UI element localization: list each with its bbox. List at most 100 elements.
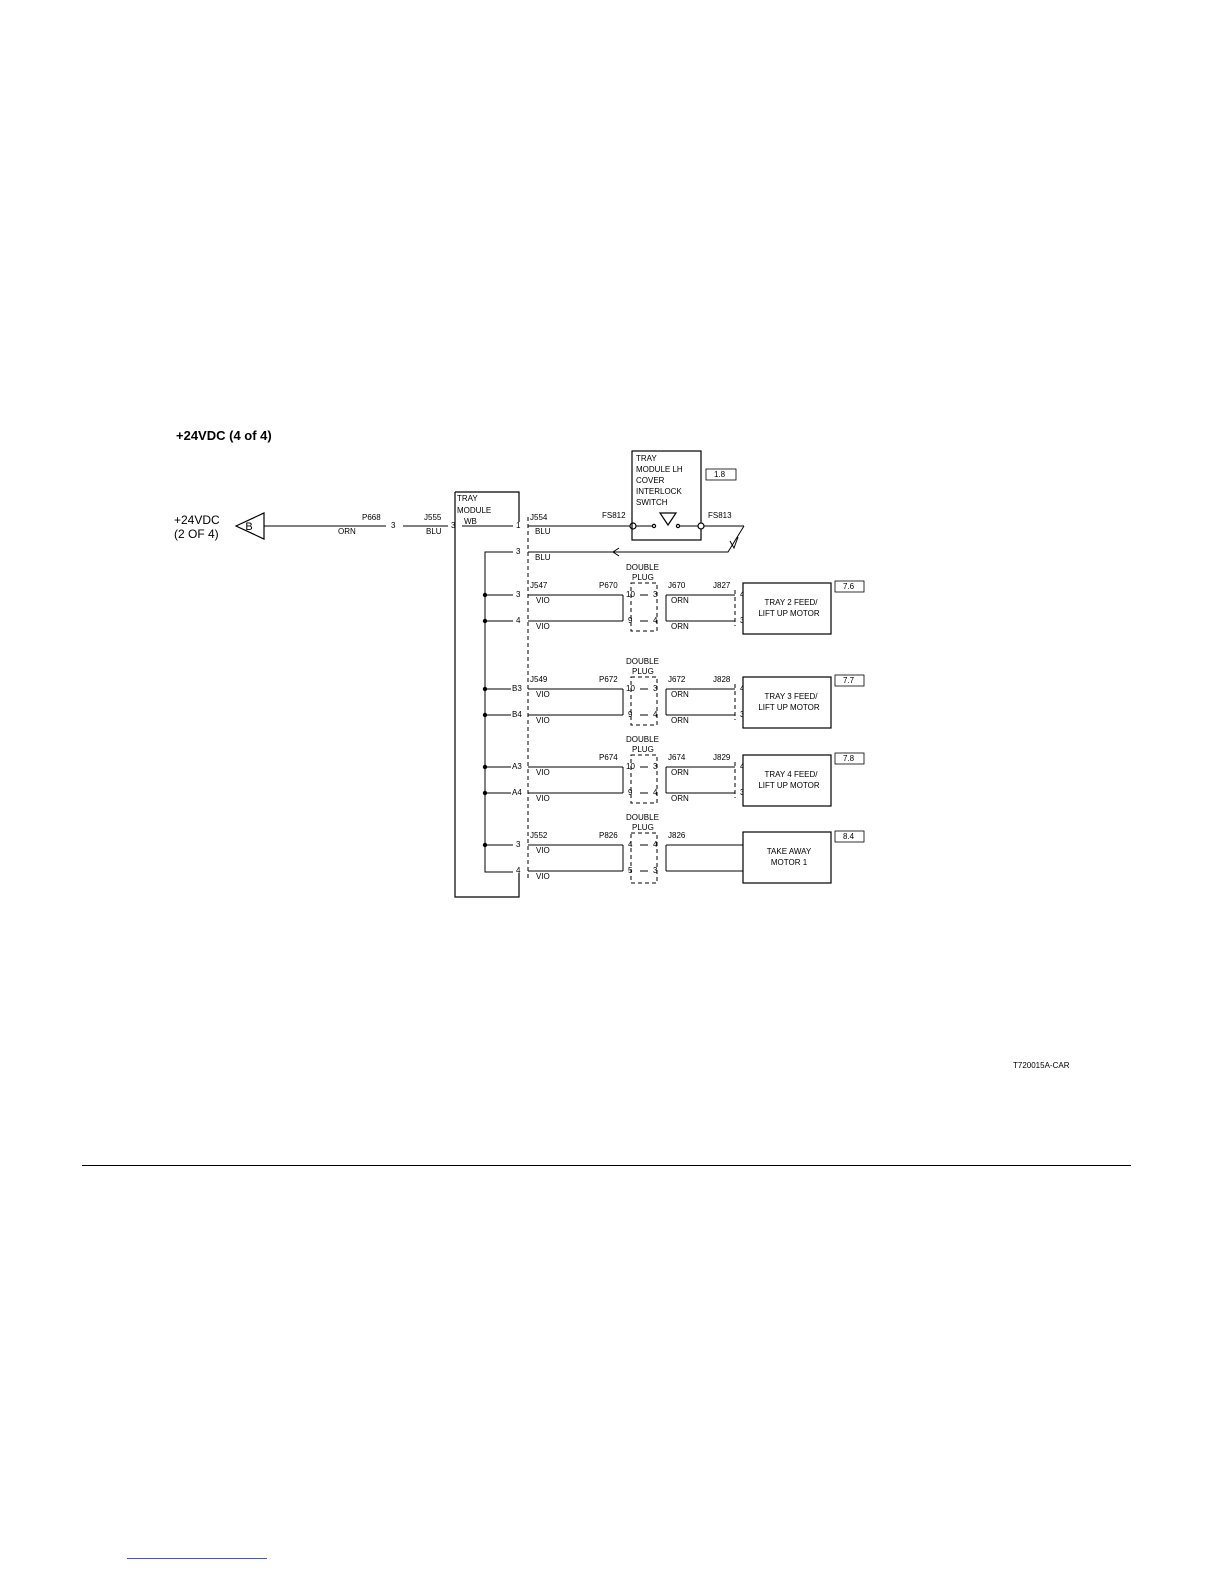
dp-right-b: 3: [653, 866, 658, 875]
circuit-wire-color-a: VIO: [536, 768, 550, 777]
circuit-wire-color-b: VIO: [536, 872, 550, 881]
motor-circuit: A3 A4 VIO VIO P674 DOUBLE PLUG 10 9 3 4 …: [482, 735, 865, 807]
dp-left-a: 10: [626, 590, 635, 599]
source-label: +24VDC (2 OF 4): [174, 513, 220, 541]
motor-box: [742, 676, 832, 729]
dp-left-b: 9: [628, 616, 633, 625]
dp-right-a: 3: [653, 684, 658, 693]
circuit-jack-right: J674: [668, 753, 686, 762]
double-plug-label-1: DOUBLE: [626, 563, 659, 572]
double-plug-label-1: DOUBLE: [626, 813, 659, 822]
footer-link-underline[interactable]: [127, 1558, 267, 1559]
source-pin: 3: [391, 521, 396, 530]
motor-jack: J827: [713, 581, 731, 590]
dp-right-a: 3: [653, 590, 658, 599]
circuit-wire-color-b: VIO: [536, 622, 550, 631]
circuit-wire-right-color-b: ORN: [671, 622, 689, 631]
wb-bus: [484, 551, 513, 873]
interlock-label-3: COVER: [636, 476, 665, 485]
double-plug-box: [630, 832, 658, 884]
circuit-plug: P670: [599, 581, 618, 590]
dp-left-a: 10: [626, 684, 635, 693]
motor-ref-box: [834, 752, 865, 765]
double-plug-label-2: PLUG: [632, 745, 654, 754]
motor-ref-box: [834, 830, 865, 843]
circuit-wire-color-a: VIO: [536, 596, 550, 605]
circuit-pin-b: 4: [516, 866, 521, 875]
return-arrow-icon: [612, 547, 620, 557]
circuit-jack-right: J826: [668, 831, 686, 840]
circuit-jack: J552: [530, 831, 548, 840]
circuit-pin-b: A4: [512, 788, 522, 797]
motor-ref: 7.8: [843, 754, 855, 763]
motor-box: [742, 831, 832, 884]
switch-actuator-icon: [658, 512, 678, 527]
circuit-jack-right: J670: [668, 581, 686, 590]
source-label-line2: (2 OF 4): [174, 527, 219, 541]
motor-label-1: TRAY 2 FEED/: [764, 598, 818, 607]
double-plug-label-2: PLUG: [632, 573, 654, 582]
interlock-fs-out: FS813: [708, 511, 732, 520]
interlock-jack: J554: [530, 513, 548, 522]
source-wire-color: ORN: [338, 527, 356, 536]
source-flag-letter: B: [245, 521, 252, 533]
diagram-title: +24VDC (4 of 4): [176, 428, 272, 443]
motor-label-1: TRAY 4 FEED/: [764, 770, 818, 779]
circuit-pin-a: B3: [512, 684, 522, 693]
interlock-terminal-out: [697, 522, 705, 530]
circuit-wire-color-a: VIO: [536, 690, 550, 699]
dp-left-b: 5: [628, 866, 633, 875]
circuit-pin-b: 4: [516, 616, 521, 625]
circuit-wire-right-color-a: ORN: [671, 768, 689, 777]
dp-left-b: 9: [628, 788, 633, 797]
wb-wire-color: BLU: [426, 527, 442, 536]
circuit-wire-right-color-b: ORN: [671, 716, 689, 725]
interlock-label-1: TRAY: [636, 454, 657, 463]
motor-ref-box: [834, 674, 865, 687]
dp-right-b: 4: [653, 788, 658, 797]
motor-circuit: J552 3 4 VIO VIO P826 DOUBLE PLUG 4 5 4 …: [482, 813, 865, 884]
switch-contact-in: [651, 523, 657, 529]
circuit-jack-right: J672: [668, 675, 686, 684]
double-plug-label-2: PLUG: [632, 823, 654, 832]
circuit-wire-color-b: VIO: [536, 794, 550, 803]
circuit-pin-a: A3: [512, 762, 522, 771]
circuit-wire-right-color-a: ORN: [671, 596, 689, 605]
motor-label-1: TAKE AWAY: [767, 847, 812, 856]
circuit-wire-color-b: VIO: [536, 716, 550, 725]
wb-box-left: [454, 492, 520, 898]
motor-circuit: J547 3 4 VIO VIO P670 DOUBLE PLUG 10 9 3…: [482, 563, 865, 635]
interlock-terminal-in: [629, 522, 637, 530]
circuit-jack: J549: [530, 675, 548, 684]
dp-right-a: 3: [653, 762, 658, 771]
interlock-wire-ret-color: BLU: [535, 553, 551, 562]
document-id: T720015A-CAR: [1013, 1061, 1070, 1070]
motor-label-2: LIFT UP MOTOR: [758, 703, 820, 712]
double-plug-label-1: DOUBLE: [626, 657, 659, 666]
double-plug-box: [630, 754, 658, 804]
interlock-label-5: SWITCH: [636, 498, 668, 507]
wb-label-1: TRAY: [457, 494, 478, 503]
circuit-plug: P674: [599, 753, 618, 762]
motor-ref-box: [834, 580, 865, 593]
circuit-plug: P826: [599, 831, 618, 840]
motor-box: [742, 582, 832, 635]
dp-right-a: 4: [653, 840, 658, 849]
motor-label-2: LIFT UP MOTOR: [758, 609, 820, 618]
motor-jack: J829: [713, 753, 731, 762]
motor-circuit: J549 B3 B4 VIO VIO P672 DOUBLE PLUG 10 9…: [482, 657, 865, 729]
source-label-line1: +24VDC: [174, 513, 220, 527]
source-plug: P668: [362, 513, 381, 522]
double-plug-label-1: DOUBLE: [626, 735, 659, 744]
circuit-pin-b: B4: [512, 710, 522, 719]
dp-right-b: 4: [653, 710, 658, 719]
circuit-plug: P672: [599, 675, 618, 684]
motor-label-2: LIFT UP MOTOR: [758, 781, 820, 790]
motor-label-2: MOTOR 1: [771, 858, 808, 867]
circuit-pin-a: 3: [516, 840, 521, 849]
double-plug-box: [630, 582, 658, 632]
page-divider: [82, 1165, 1131, 1166]
dp-right-b: 4: [653, 616, 658, 625]
motor-box: [742, 754, 832, 807]
